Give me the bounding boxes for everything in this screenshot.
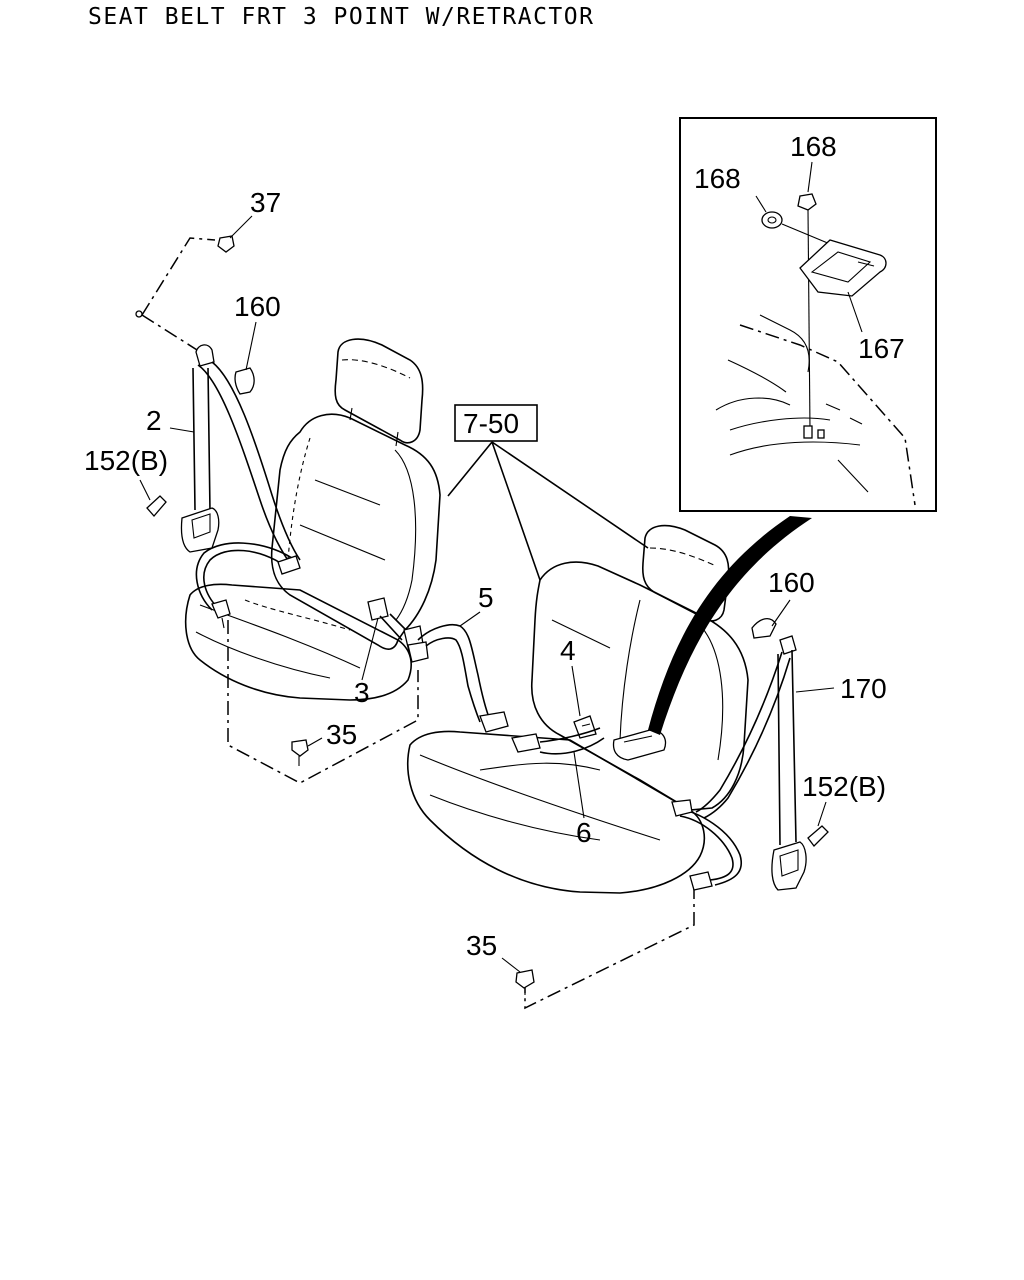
callout-4: 4 [560, 635, 576, 666]
callout-5: 5 [478, 582, 494, 613]
callout-152b-right: 152(B) [802, 771, 886, 802]
callout-7-50-box [454, 404, 538, 442]
callout-170: 170 [840, 673, 887, 704]
callout-35-bottom: 35 [466, 930, 497, 961]
callout-168-top: 168 [790, 131, 837, 162]
callout-160-left: 160 [234, 291, 281, 322]
right-belt-assembly [515, 516, 829, 995]
inset-detail [679, 117, 937, 512]
left-belt-assembly [135, 235, 429, 766]
callout-35-left: 35 [326, 719, 357, 750]
callout-2: 2 [146, 405, 162, 436]
center-belt-assembly [417, 624, 667, 761]
callout-3: 3 [354, 677, 370, 708]
callout-160-right: 160 [768, 567, 815, 598]
left-seat [184, 338, 441, 701]
callout-167: 167 [858, 333, 905, 364]
right-seat [407, 524, 749, 894]
callout-7-50: 7-50 [463, 408, 519, 439]
callout-6: 6 [576, 817, 592, 848]
callout-152b-left: 152(B) [84, 445, 168, 476]
callout-168-left: 168 [694, 163, 741, 194]
page-title: SEAT BELT FRT 3 POINT W/RETRACTOR [88, 4, 595, 30]
callout-37: 37 [250, 187, 281, 218]
